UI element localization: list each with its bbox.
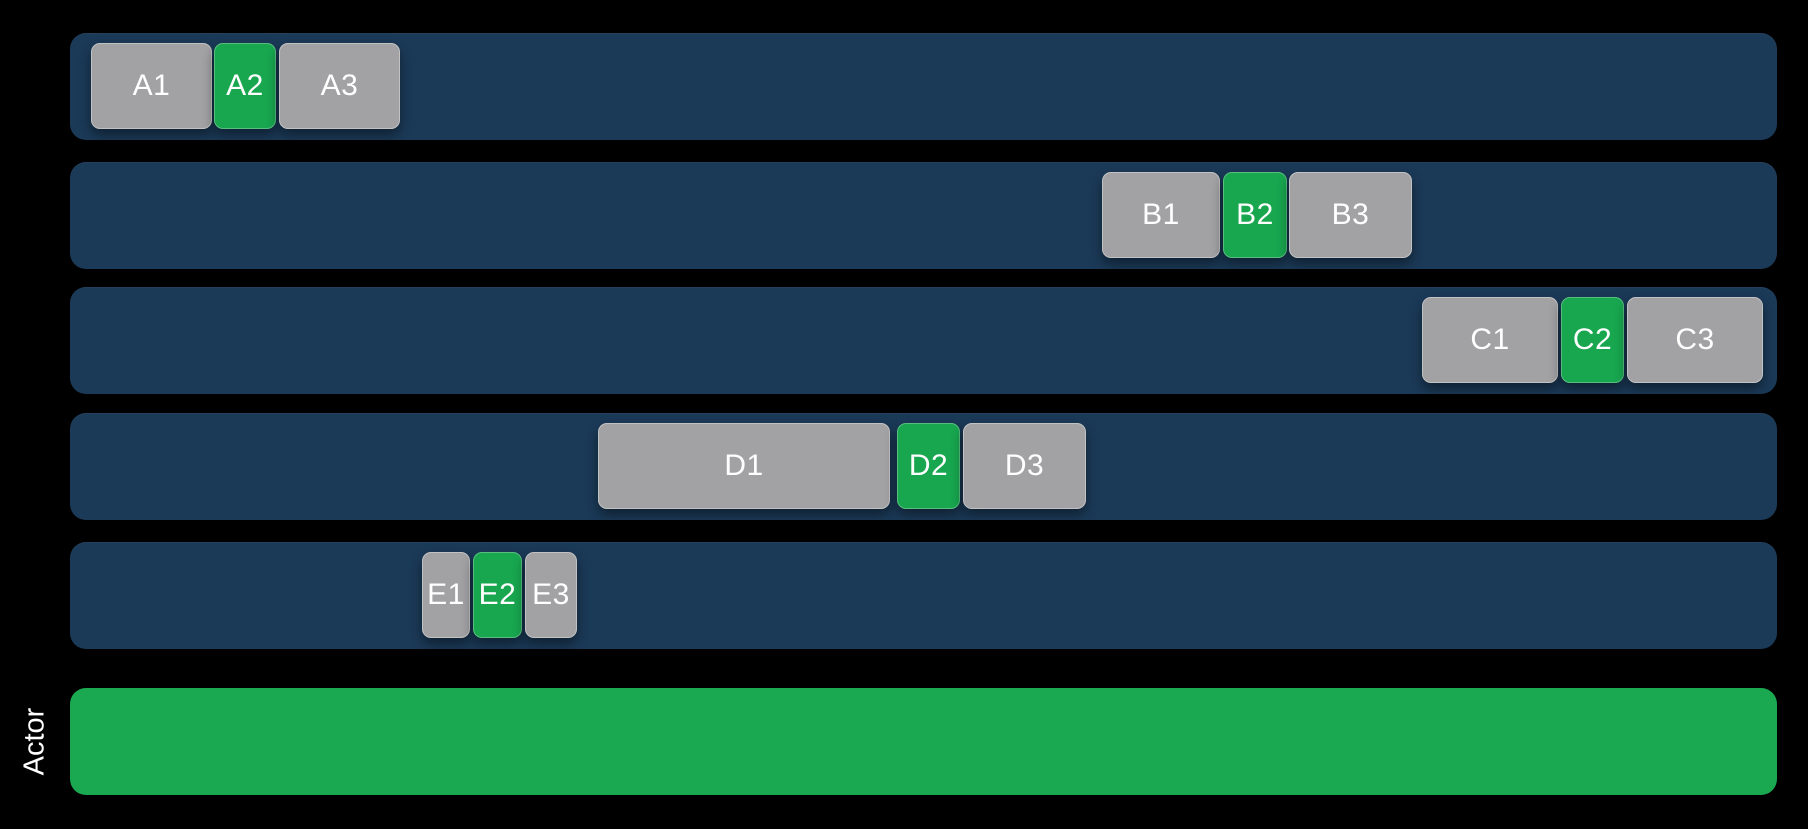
block-e3[interactable]: E3 [525, 552, 577, 638]
block-b1[interactable]: B1 [1102, 172, 1220, 258]
actor-label: Actor [18, 707, 51, 776]
block-a1[interactable]: A1 [91, 43, 212, 129]
actor-label-wrap: Actor [0, 688, 70, 795]
block-c3[interactable]: C3 [1627, 297, 1763, 383]
block-d1[interactable]: D1 [598, 423, 890, 509]
actor-bar[interactable] [70, 688, 1777, 795]
block-b2[interactable]: B2 [1223, 172, 1287, 258]
block-b3[interactable]: B3 [1289, 172, 1412, 258]
block-d3[interactable]: D3 [963, 423, 1086, 509]
block-c2[interactable]: C2 [1561, 297, 1624, 383]
block-e2[interactable]: E2 [473, 552, 522, 638]
block-c1[interactable]: C1 [1422, 297, 1558, 383]
block-e1[interactable]: E1 [422, 552, 470, 638]
block-a3[interactable]: A3 [279, 43, 400, 129]
block-d2[interactable]: D2 [897, 423, 960, 509]
block-a2[interactable]: A2 [214, 43, 276, 129]
